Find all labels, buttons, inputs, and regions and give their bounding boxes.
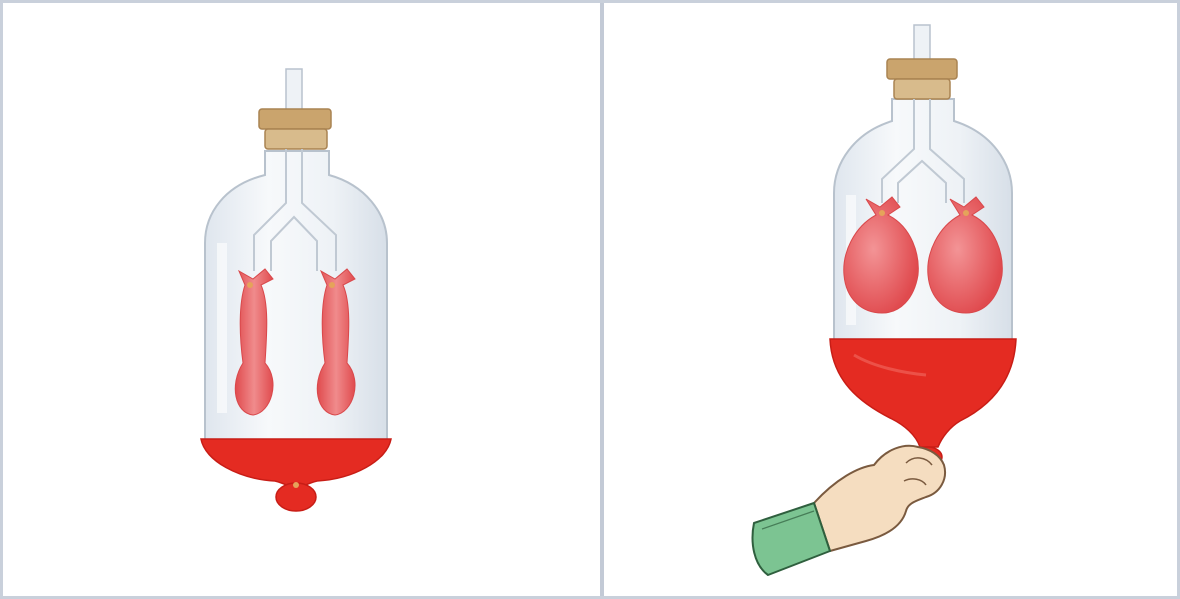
tube-top	[286, 69, 302, 113]
relaxed-model-diagram	[3, 3, 601, 596]
pulled-model-diagram	[604, 3, 1177, 596]
bell-jar-icon	[205, 151, 387, 445]
cork-stopper-icon	[887, 59, 957, 99]
tube-top	[914, 25, 930, 61]
panel-relaxed	[3, 3, 601, 596]
panel-pulled	[604, 3, 1177, 596]
rubber-sheet-icon	[201, 439, 391, 511]
hand-icon	[753, 446, 945, 575]
cork-stopper-icon	[259, 109, 331, 149]
